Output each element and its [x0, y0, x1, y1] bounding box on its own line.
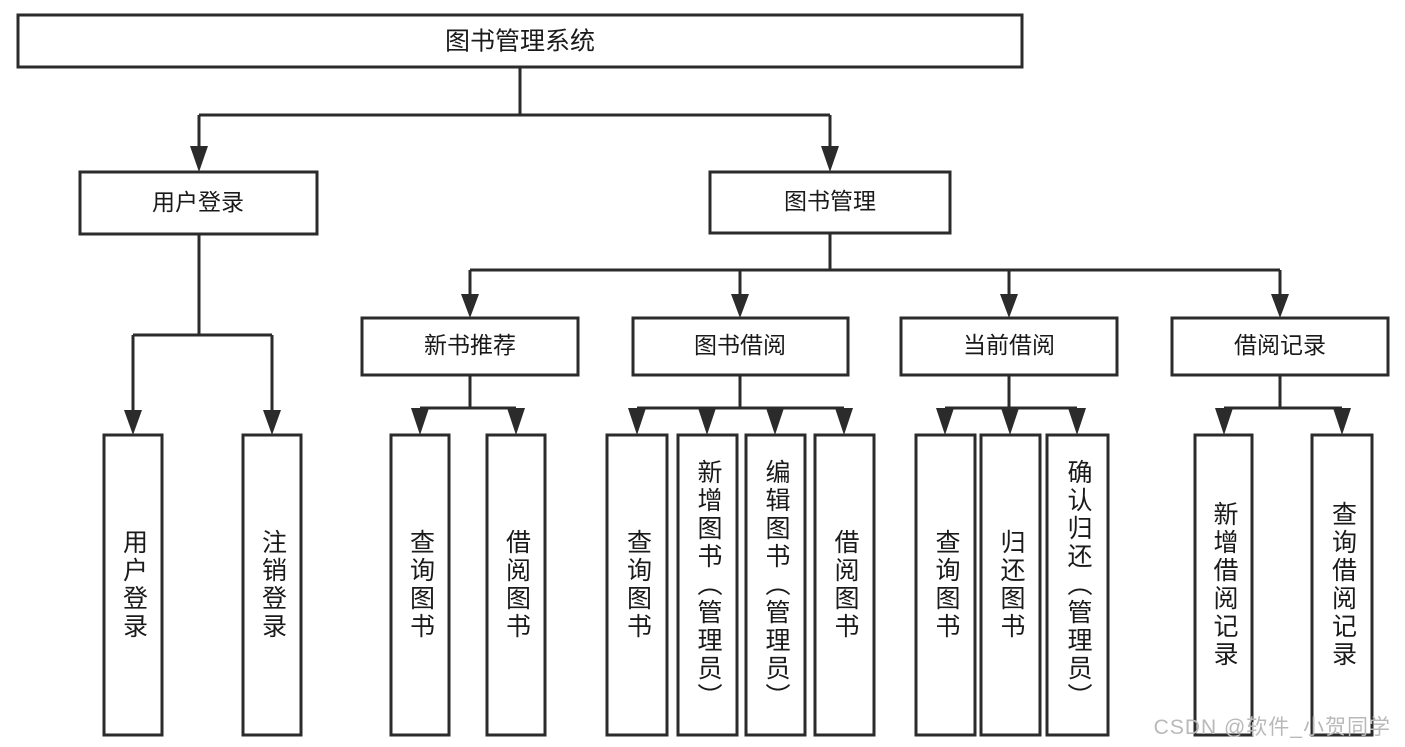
node-box-user-login[interactable] [78, 170, 319, 236]
watermark-text: CSDN @软件_小贺同学 [1153, 716, 1391, 739]
arrow-head-icon [1068, 408, 1086, 435]
arrow-head-icon [124, 410, 142, 435]
arrow-head-icon [507, 408, 525, 435]
arrow-head-icon [461, 294, 479, 318]
node-label-user-login: 用户登录 [152, 189, 244, 215]
arrow-head-icon [1271, 294, 1289, 318]
arrow-head-icon [411, 408, 429, 435]
node-box-leaf-confirm-return[interactable] [1045, 433, 1110, 737]
arrow-head-icon [1000, 294, 1018, 318]
connector-currentborrow-to-leaves [936, 375, 1086, 435]
node-box-leaf-query-book-1[interactable] [389, 433, 451, 737]
node-box-leaf-query-book-2[interactable] [605, 433, 669, 737]
node-box-leaf-query-book-3[interactable] [914, 433, 977, 737]
node-box-leaf-user-login[interactable] [102, 433, 164, 737]
arrow-head-icon [821, 146, 839, 172]
node-box-leaf-return-book[interactable] [979, 433, 1042, 737]
arrow-head-icon [766, 408, 784, 435]
node-root-book-management-system[interactable]: 图书管理系统 [16, 13, 1024, 69]
node-label-new-book-recommend: 新书推荐 [424, 332, 516, 358]
arrow-head-icon [835, 408, 853, 435]
node-box-book-management[interactable] [708, 170, 952, 235]
arrow-head-icon [263, 410, 281, 435]
arrow-head-icon [190, 146, 208, 172]
node-box-leaf-add-book[interactable] [676, 433, 739, 737]
arrow-head-icon [628, 408, 646, 435]
node-box-leaf-logout[interactable] [241, 433, 303, 737]
node-label-root: 图书管理系统 [445, 28, 595, 56]
node-borrow-record[interactable]: 借阅记录 [1170, 316, 1390, 377]
arrow-head-icon [1001, 408, 1019, 435]
node-box-leaf-query-borrow-record[interactable] [1310, 433, 1374, 737]
arrow-head-icon [698, 408, 716, 435]
connector-newbook-to-leaves [411, 375, 525, 435]
arrow-head-icon [1215, 408, 1233, 435]
node-box-new-book-recommend[interactable] [360, 316, 580, 377]
node-label-book-management: 图书管理 [784, 188, 876, 214]
node-box-leaf-edit-book[interactable] [744, 433, 807, 737]
node-box-borrow-record[interactable] [1170, 316, 1390, 377]
node-user-login[interactable]: 用户登录 [78, 170, 319, 236]
node-box-book-borrow[interactable] [631, 316, 850, 377]
node-book-borrow[interactable]: 图书借阅 [631, 316, 850, 377]
node-label-current-borrow: 当前借阅 [963, 332, 1055, 358]
node-box-root[interactable] [16, 13, 1024, 69]
connector-borrowrecord-to-leaves [1215, 375, 1351, 435]
node-box-leaf-add-borrow-record[interactable] [1193, 433, 1254, 737]
node-box-current-borrow[interactable] [899, 316, 1119, 377]
arrow-head-icon [731, 294, 749, 318]
connector-bookborrow-to-leaves [628, 375, 853, 435]
arrow-head-icon [1333, 408, 1351, 435]
node-box-leaf-borrow-book-2[interactable] [813, 433, 876, 737]
node-book-management[interactable]: 图书管理 [708, 170, 952, 235]
node-label-borrow-record: 借阅记录 [1234, 332, 1326, 358]
node-current-borrow[interactable]: 当前借阅 [899, 316, 1119, 377]
connector-root-to-level2 [190, 67, 839, 172]
node-new-book-recommend[interactable]: 新书推荐 [360, 316, 580, 377]
node-box-leaf-borrow-book-1[interactable] [485, 433, 547, 737]
node-label-book-borrow: 图书借阅 [694, 332, 786, 358]
connector-userlogin-to-leaves [124, 234, 281, 435]
connector-bookmgmt-to-level3 [461, 233, 1289, 318]
arrow-head-icon [936, 408, 954, 435]
